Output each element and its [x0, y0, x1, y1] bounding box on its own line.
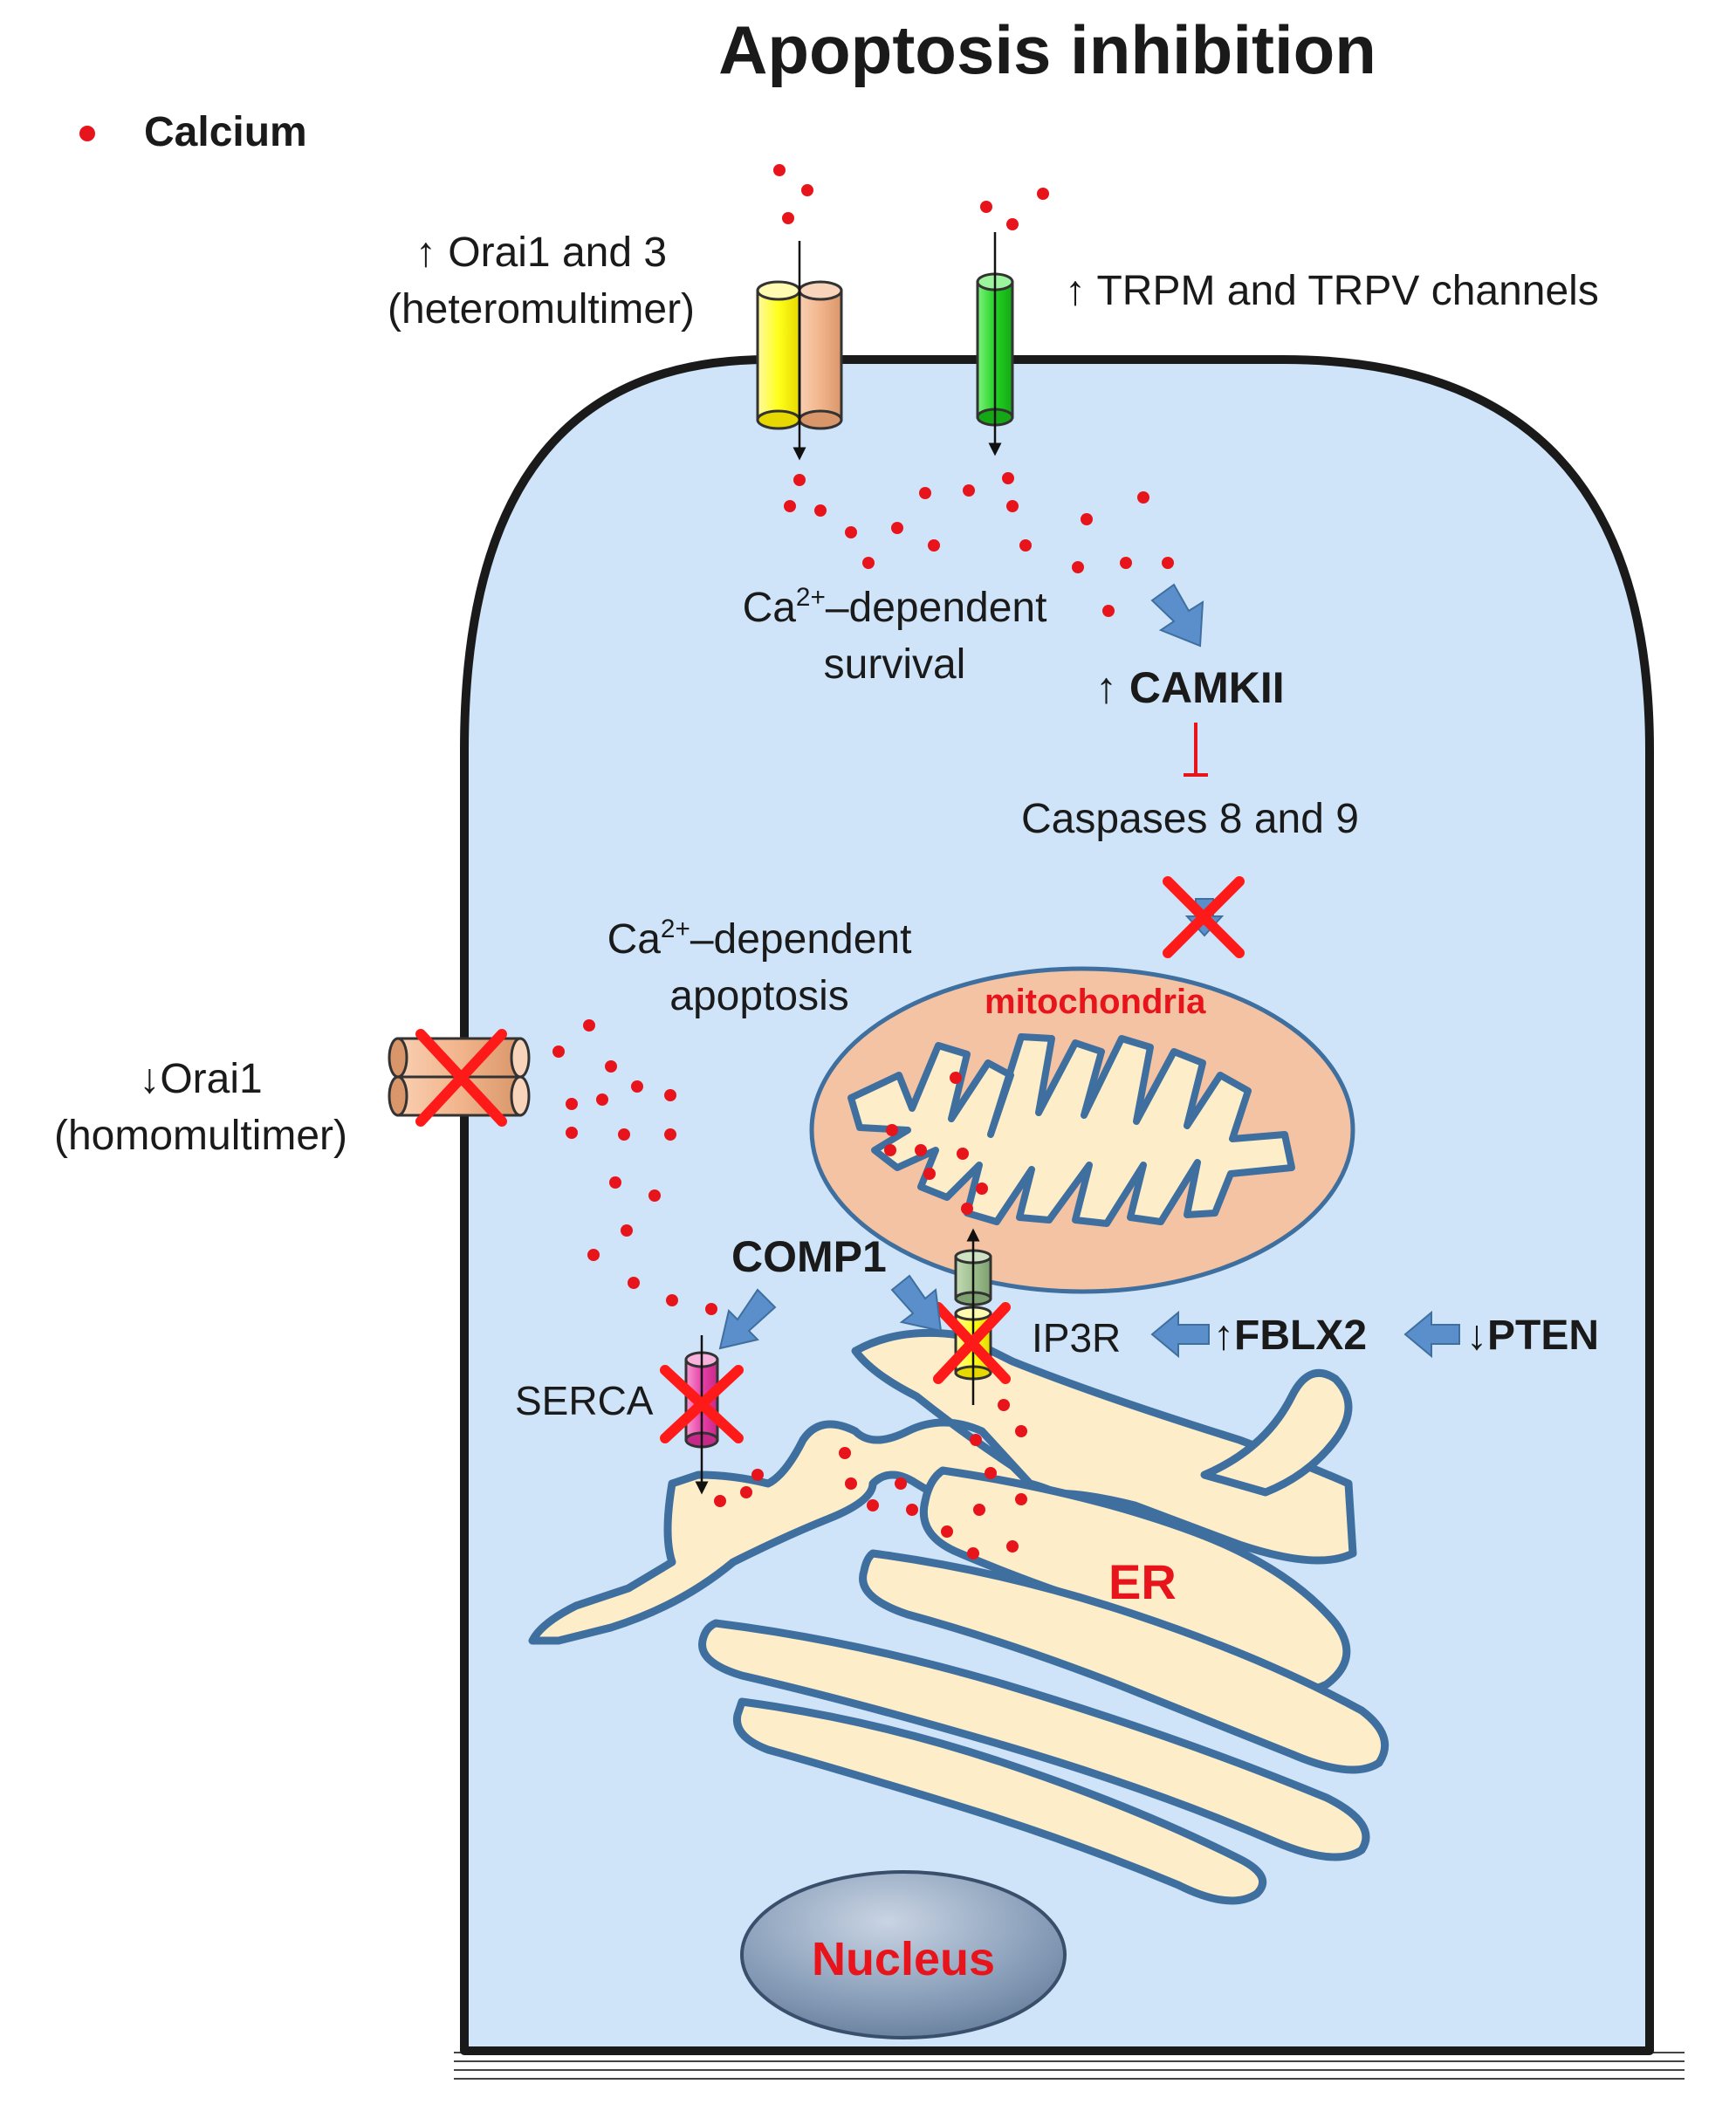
ip3r-receptor	[954, 1228, 992, 1405]
camkii-text: CAMKII	[1129, 663, 1285, 712]
serca-inhibit-x-icon	[660, 1365, 744, 1443]
apoptosis-label: Ca2+–dependent apoptosis	[559, 912, 960, 1025]
orai1-orai3-label-line1: ↑ Orai1 and 3	[415, 230, 668, 276]
survival-label-line2: survival	[823, 641, 966, 688]
orai1-homomultimer-inhibit-x-icon	[415, 1029, 507, 1127]
page-title: Apoptosis inhibition	[718, 11, 1376, 88]
orai1-orai3-label-line2: (heteromultimer)	[387, 285, 696, 332]
ip3r-inhibit-x-icon	[933, 1302, 1011, 1384]
nucleus	[740, 1870, 1067, 2039]
nucleus-label: Nucleus	[811, 1933, 996, 1985]
apoptosis-label-line1: Ca2+–dependent	[607, 914, 912, 963]
orai1-homomultimer-label-line1: ↓Orai1	[139, 1056, 263, 1102]
serca-label: SERCA	[515, 1378, 654, 1423]
arrow-comp1-to-serca-icon	[718, 1288, 777, 1350]
orai1-homomultimer-label-line2: (homomultimer)	[53, 1112, 348, 1159]
survival-label-line1: Ca2+–dependent	[742, 582, 1047, 631]
camkii-up-arrow: ↑	[1095, 663, 1117, 712]
arrow-to-camkii-icon	[1150, 583, 1204, 648]
pten-label: ↓PTEN	[1466, 1313, 1600, 1359]
apoptosis-label-line2: apoptosis	[669, 972, 849, 1019]
orai1-orai3-label: ↑ Orai1 and 3 (heteromultimer)	[336, 225, 746, 339]
arrow-pten-to-fblx2-icon	[1403, 1310, 1460, 1359]
arrow-comp1-to-ip3r-icon	[890, 1274, 943, 1333]
camkii-inhibits-caspases	[1184, 723, 1208, 777]
trpm-trpv-channel	[976, 232, 1014, 456]
mitochondria	[809, 966, 1355, 1294]
mitochondria-label: mitochondria	[985, 983, 1206, 1021]
camkii-label: ↑ CAMKII	[1095, 666, 1285, 709]
survival-label: Ca2+–dependent survival	[694, 580, 1095, 694]
mitochondria-cristae	[847, 1033, 1295, 1227]
calcium-legend-label: Calcium	[144, 109, 307, 155]
er-label: ER	[1108, 1554, 1177, 1609]
comp1-label: COMP1	[731, 1232, 887, 1281]
fblx2-label: ↑FBLX2	[1213, 1313, 1368, 1359]
trpm-trpv-label: ↑ TRPM and TRPV channels	[1065, 268, 1599, 314]
arrow-fblx2-to-ip3r-icon	[1150, 1310, 1210, 1359]
orai1-orai3-heteromultimer-channel	[756, 241, 843, 461]
caspases-mito-inhibit-x-icon	[1163, 876, 1245, 958]
substrate-lines	[454, 2052, 1685, 2080]
endoplasmic-reticulum	[528, 1328, 1389, 1905]
caspases-label: Caspases 8 and 9	[1021, 796, 1359, 842]
calcium-ions	[552, 164, 1174, 1559]
ip3r-label: IP3R	[1032, 1315, 1122, 1361]
orai1-homomultimer-label: ↓Orai1 (homomultimer)	[9, 1052, 393, 1165]
calcium-legend-dot	[79, 126, 95, 141]
